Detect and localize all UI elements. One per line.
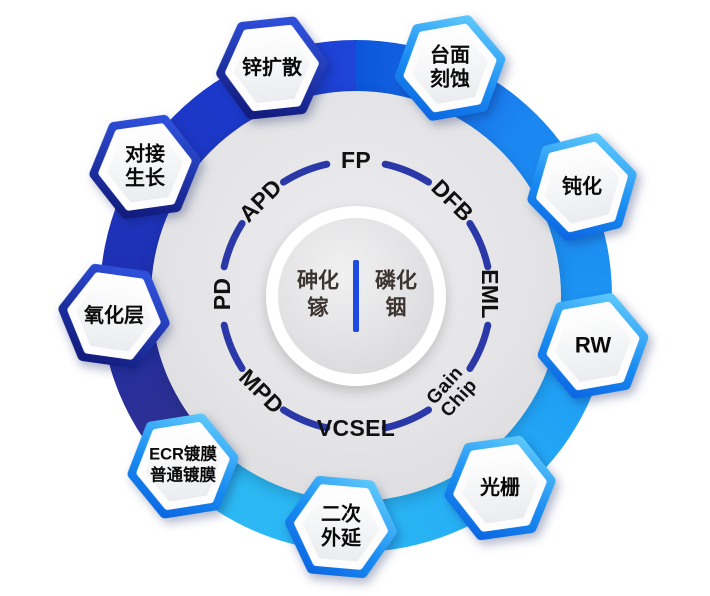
hexagon-label-mesa-etching: 台面 刻蚀 (430, 44, 470, 91)
hexagon-oxide-layer (58, 263, 170, 369)
center-divider (353, 260, 359, 332)
center-label-gaas: 砷化 镓 (297, 269, 339, 320)
hexagon-mesa-etching (394, 15, 506, 121)
hexagon-secondary-epitaxy (285, 475, 397, 579)
hexagon-passivation (527, 133, 637, 241)
hexagon-label-secondary-epitaxy: 二次 外延 (321, 503, 361, 550)
device-ring-dashes (220, 160, 492, 432)
hexagon-label-butt-joint-growth: 对接 生长 (125, 143, 165, 190)
center-label-inp: 磷化 铟 (375, 269, 417, 320)
label-eml: EML (476, 269, 503, 319)
hexagon-label-passivation: 钝化 (562, 175, 602, 198)
label-pd: PD (209, 277, 236, 311)
hexagon-label-zinc-diffusion: 锌扩散 (242, 56, 302, 79)
hexagon-butt-joint-growth (89, 114, 201, 220)
hexagon-label-ecr-coating: ECR镀膜 普通镀膜 (149, 445, 217, 485)
hexagon-grating (444, 435, 556, 541)
hexagon-ecr-coating (127, 413, 239, 519)
label-fp: FP (341, 147, 371, 174)
hexagon-rw (537, 293, 649, 399)
label-vcsel: VCSEL (316, 415, 396, 442)
hexagon-label-grating: 光栅 (480, 476, 520, 499)
hexagon-zinc-diffusion (216, 16, 328, 120)
hexagon-label-rw: RW (574, 332, 612, 358)
hexagon-label-oxide-layer: 氧化层 (84, 304, 144, 327)
